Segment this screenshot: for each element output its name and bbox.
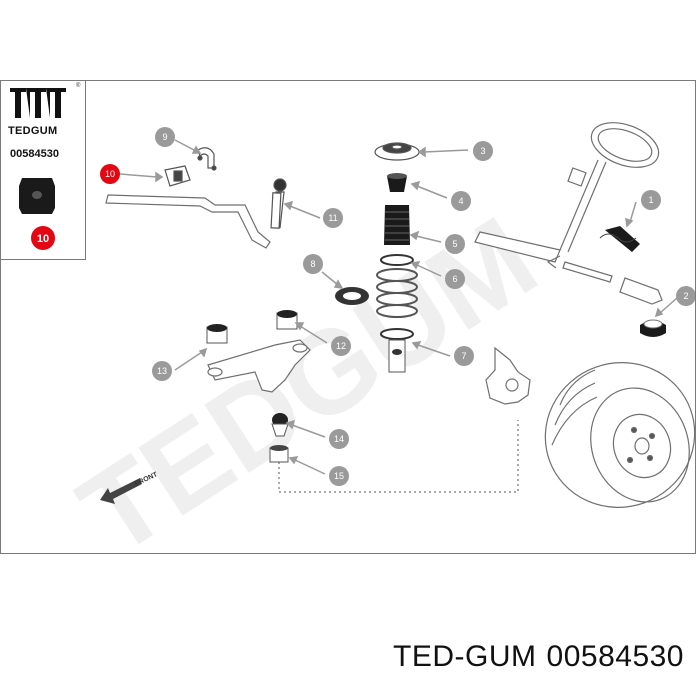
- svg-text:11: 11: [328, 213, 337, 223]
- callout-11: 11: [323, 208, 343, 228]
- footer-part-number: 00584530: [546, 640, 684, 673]
- ball-joint-14: [271, 413, 289, 437]
- callout-1: 1: [641, 190, 661, 210]
- brand-name: TEDGUM: [8, 125, 58, 137]
- tedgum-logo: [10, 88, 66, 118]
- steering-knuckle: [485, 346, 531, 405]
- svg-text:4: 4: [458, 196, 463, 206]
- bushing-15: [269, 445, 289, 463]
- arm-bushing-12: [276, 310, 298, 330]
- callout-8: 8: [303, 254, 323, 274]
- svg-text:3: 3: [480, 146, 485, 156]
- highlight-badge-number: 10: [37, 233, 49, 245]
- callout-6: 6: [445, 269, 465, 289]
- wheel-bearing-8: [335, 287, 369, 305]
- svg-text:8: 8: [310, 259, 315, 269]
- tie-rod: [562, 261, 663, 305]
- ball-joint-2: [640, 319, 666, 337]
- coil-spring: [376, 268, 418, 318]
- strut-top-mount: [374, 142, 420, 161]
- lower-control-arm: [207, 339, 311, 393]
- stabilizer-link-11: [270, 178, 287, 229]
- callout-10: 10: [100, 164, 120, 184]
- svg-text:7: 7: [461, 351, 466, 361]
- callout-13: 13: [152, 361, 172, 381]
- dust-boot: [384, 205, 410, 245]
- svg-text:2: 2: [683, 291, 688, 301]
- svg-text:5: 5: [452, 239, 457, 249]
- bump-stop: [387, 173, 407, 192]
- callout-15: 15: [329, 466, 349, 486]
- callout-7: 7: [454, 346, 474, 366]
- stabilizer-bar: [105, 194, 271, 249]
- brand-info-box: [0, 80, 86, 260]
- svg-text:6: 6: [452, 274, 457, 284]
- callout-9: 9: [155, 127, 175, 147]
- stabilizer-bushing-10: [164, 165, 191, 187]
- callout-12: 12: [331, 336, 351, 356]
- callout-14: 14: [329, 429, 349, 449]
- svg-text:12: 12: [336, 341, 346, 351]
- registered-mark: ®: [76, 83, 81, 89]
- callout-5: 5: [445, 234, 465, 254]
- steering-wheel: [474, 122, 660, 269]
- highlight-badge: 10: [31, 226, 55, 250]
- callout-3: 3: [473, 141, 493, 161]
- bushing-product-icon: [19, 178, 55, 214]
- svg-text:14: 14: [334, 434, 344, 444]
- callout-2: 2: [676, 286, 696, 306]
- svg-text:10: 10: [105, 169, 115, 179]
- arm-bushing-13: [206, 324, 228, 344]
- svg-text:1: 1: [648, 195, 653, 205]
- spring-seat: [380, 254, 414, 266]
- lower-spring-mount: [380, 328, 414, 373]
- svg-text:13: 13: [157, 366, 167, 376]
- svg-text:9: 9: [162, 132, 167, 142]
- footer-brand: TED-GUM: [393, 640, 537, 673]
- callout-4: 4: [451, 191, 471, 211]
- wheel: [544, 362, 696, 508]
- footer-caption: TED-GUM 00584530: [383, 640, 684, 674]
- svg-text:15: 15: [334, 471, 344, 481]
- steering-boot: [599, 226, 640, 252]
- bushing-clamp-9: [197, 147, 217, 171]
- leader-arrows: [119, 139, 678, 475]
- diagram-frame: [0, 80, 696, 554]
- part-number: 00584530: [10, 148, 59, 160]
- assembly-dashed-line: [278, 420, 519, 493]
